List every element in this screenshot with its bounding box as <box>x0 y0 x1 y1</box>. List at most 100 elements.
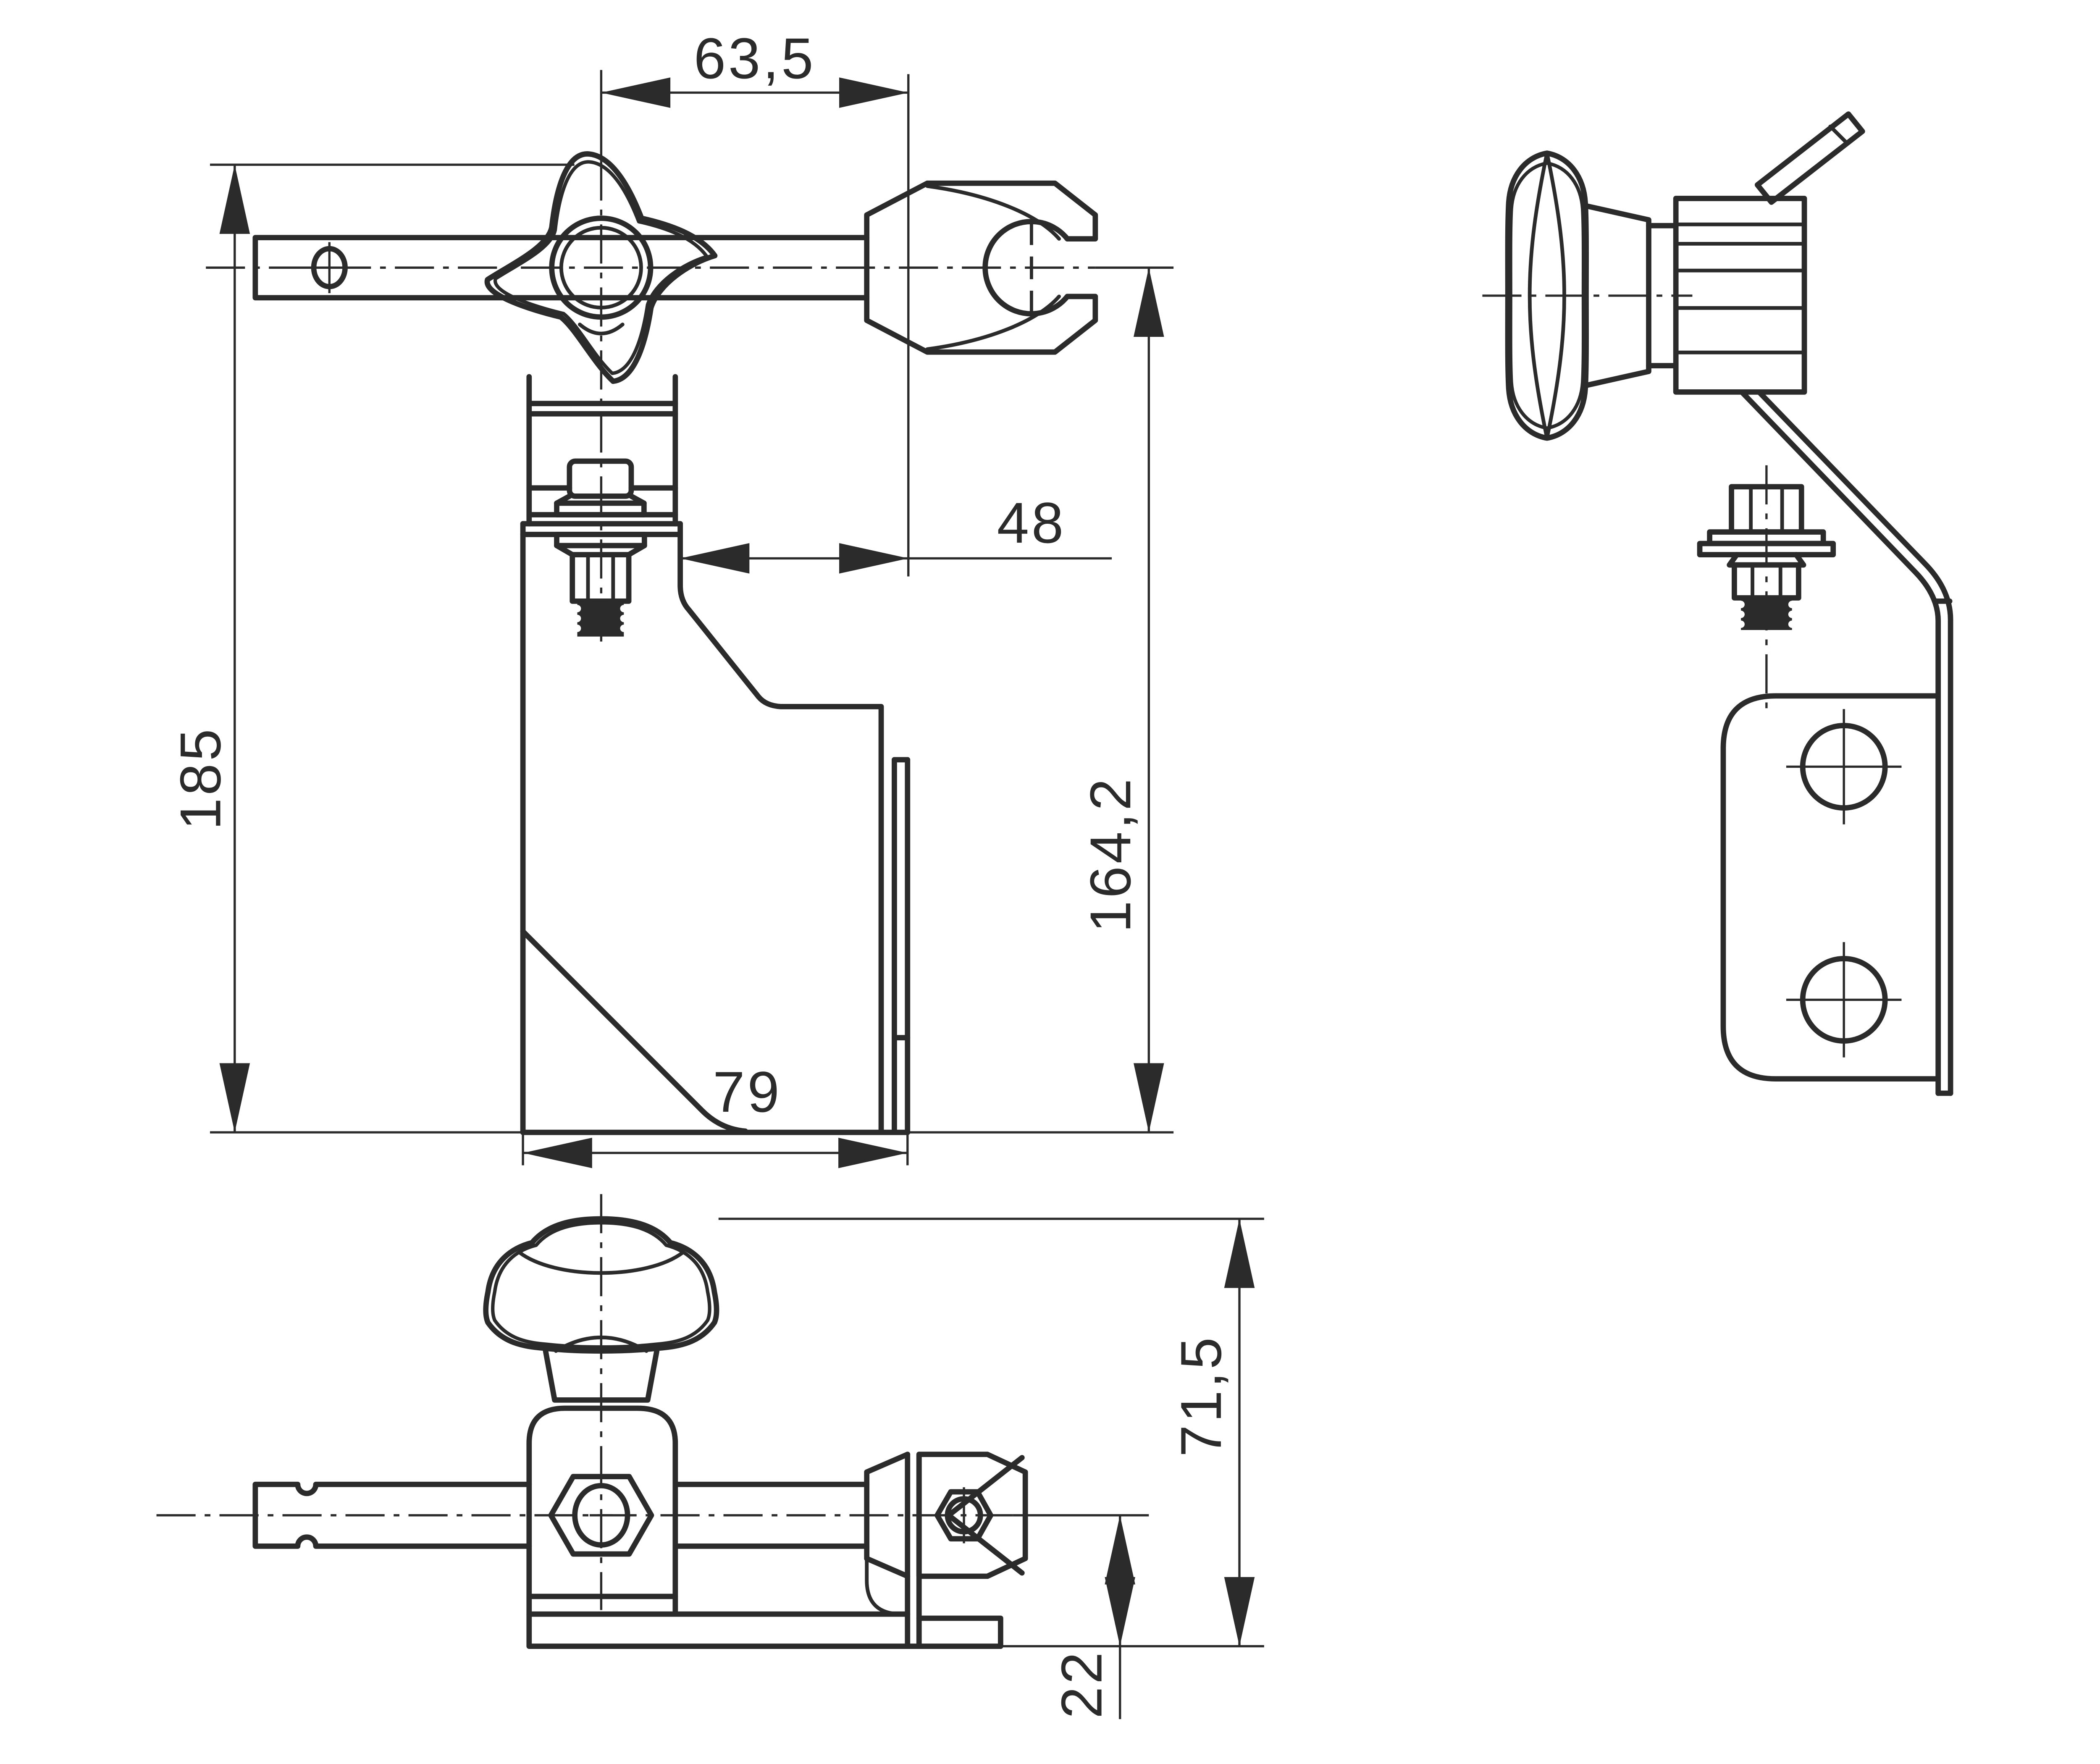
drum-outline <box>1673 196 1807 395</box>
side-knob-inner-line <box>1509 161 1586 430</box>
dim-22: 22 <box>1013 1514 1149 1719</box>
bottom-knob-lobe-curve-bottom <box>554 1335 648 1353</box>
drum-ribs <box>1674 222 1806 354</box>
thread-notch <box>573 605 581 612</box>
side-bracket <box>1739 389 1953 1096</box>
clamp-hex-pin <box>934 1489 994 1542</box>
thread-notch <box>1788 610 1796 618</box>
hex-nut-outline <box>548 1474 654 1557</box>
thread-notch <box>1788 601 1796 609</box>
bottom-view <box>156 1194 1028 1649</box>
t-bolt-lower <box>520 521 683 637</box>
bracket-inner <box>1739 389 1941 1096</box>
lower-hex-facets <box>586 553 615 603</box>
column-joint-lines <box>526 401 678 417</box>
lower-skirt <box>554 543 647 557</box>
side-bolt-washer-2 <box>1697 541 1836 557</box>
side-knob-lobe-edge <box>1528 151 1566 440</box>
thread-notch <box>1737 610 1745 618</box>
pin-outline <box>1754 111 1865 205</box>
back-plate-edge <box>892 757 911 1135</box>
side-view <box>1482 111 1953 1096</box>
dimension-label-63-5: 63,5 <box>694 26 816 91</box>
body-right-profile <box>677 521 884 1135</box>
side-nut-facets <box>1751 563 1782 600</box>
side-hole-plate <box>1720 693 1941 1082</box>
clamp-collar <box>864 1452 911 1579</box>
front-view <box>206 70 1098 1135</box>
flange-right-end <box>916 1615 1003 1649</box>
flange-fold-arc <box>865 1557 904 1616</box>
bar-hole-cross <box>305 242 354 294</box>
bottom-clamp <box>864 1452 1028 1649</box>
dimension-label-48: 48 <box>997 491 1066 555</box>
knob-boss-chin <box>578 323 625 336</box>
thread-notch <box>620 614 628 622</box>
bracket-ticks <box>1933 598 1953 1096</box>
body-bottom-chamfer <box>520 929 748 1134</box>
side-pin <box>1754 111 1865 205</box>
bottom-knob-inner-line <box>491 1221 711 1349</box>
bottom-bar-left <box>252 1481 532 1549</box>
dimension-label-71-5: 71,5 <box>1169 1335 1234 1457</box>
dimension-label-185: 185 <box>169 727 233 830</box>
dim-48: 48 <box>680 491 1112 574</box>
dim-79: 79 <box>522 1060 909 1168</box>
side-bolt-hex-facets <box>1749 485 1784 534</box>
dimension-label-79: 79 <box>713 1060 782 1124</box>
fork-spring-curve-top <box>925 184 1061 241</box>
hole-cross-lower <box>1786 942 1902 1058</box>
t-bolt-upper <box>526 458 678 517</box>
flange-bottom-line <box>526 1611 1003 1649</box>
knob-boss-outer <box>549 215 654 320</box>
side-collar <box>1583 203 1651 388</box>
side-drum <box>1673 196 1807 395</box>
bottom-knob <box>483 1216 719 1403</box>
plate-outline <box>1720 693 1941 1082</box>
star-knob-inner-line <box>494 160 709 375</box>
side-knob <box>1505 150 1589 441</box>
hole-cross-upper <box>1786 709 1902 824</box>
side-bolt-assembly <box>1697 465 1836 717</box>
thread-notch <box>573 614 581 622</box>
dome-band-line <box>526 1593 678 1617</box>
dimension-label-22: 22 <box>1050 1650 1114 1719</box>
back-plate-lines <box>892 757 911 1135</box>
dimensions: 63,5 48 185 164,2 79 <box>169 26 1264 1719</box>
bottom-flange <box>526 1557 1003 1649</box>
back-plate-ticks <box>892 757 911 1040</box>
bottom-knob-collar <box>543 1348 660 1403</box>
bottom-body-dome <box>526 1405 678 1599</box>
bottom-bar-right <box>672 1481 870 1549</box>
bottom-hex-nut <box>548 1474 654 1557</box>
body-outline <box>520 521 911 1135</box>
dim-71-5: 71,5 <box>718 1218 1264 1648</box>
threaded-stud <box>577 601 624 637</box>
fork-spring-curve-bottom <box>925 294 1061 351</box>
lower-washer <box>554 532 647 549</box>
clamp-fork <box>864 180 1098 355</box>
thread-notch <box>1737 620 1745 628</box>
side-neck <box>1646 223 1679 368</box>
thread-notch <box>573 625 581 632</box>
dimension-label-164-2: 164,2 <box>1079 776 1143 933</box>
side-threaded-stud <box>1741 598 1792 630</box>
body-column <box>526 374 678 527</box>
thread-notch <box>1788 620 1796 628</box>
thread-notch <box>620 605 628 612</box>
hex-nut-bore <box>572 1483 630 1548</box>
dim-164-2: 164,2 <box>907 266 1174 1134</box>
bracket-outer <box>1756 389 1953 1096</box>
dim-185: 185 <box>169 163 575 1134</box>
fork-outline <box>864 180 1098 355</box>
thread-notch <box>620 625 628 632</box>
bottom-bar <box>252 1481 870 1549</box>
bottom-body <box>526 1405 678 1617</box>
dim-63-5: 63,5 <box>601 26 910 577</box>
bolt-head <box>567 458 634 499</box>
pin-tick <box>1828 124 1850 146</box>
knob-boss-inner <box>559 226 643 310</box>
thread-notch <box>1737 601 1745 609</box>
bottom-knob-outline <box>483 1216 719 1354</box>
